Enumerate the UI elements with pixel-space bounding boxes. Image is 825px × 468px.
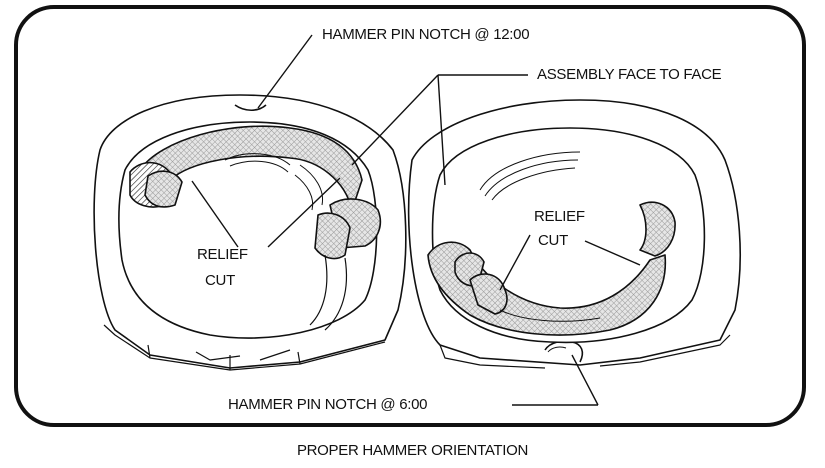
label-relief-right-line2: CUT bbox=[538, 232, 568, 249]
diagram-caption: PROPER HAMMER ORIENTATION bbox=[296, 442, 529, 459]
leader-lines bbox=[191, 34, 641, 406]
leader-relief-right-1 bbox=[499, 234, 531, 291]
diagram-frame bbox=[14, 5, 806, 427]
leader-assembly-left bbox=[351, 74, 439, 166]
label-hammer-pin-notch-6: HAMMER PIN NOTCH @ 6:00 bbox=[228, 396, 428, 413]
leader-relief-right-2 bbox=[584, 240, 641, 266]
leader-assembly-right bbox=[437, 74, 446, 186]
label-relief-left-line1: RELIEF bbox=[197, 246, 248, 263]
leader-notch-top bbox=[257, 34, 313, 109]
label-assembly-face-to-face: ASSEMBLY FACE TO FACE bbox=[537, 66, 722, 83]
right-hammer bbox=[407, 99, 741, 369]
leader-relief-left-2 bbox=[267, 177, 341, 248]
label-hammer-pin-notch-12: HAMMER PIN NOTCH @ 12:00 bbox=[322, 26, 530, 43]
left-hammer bbox=[93, 94, 407, 371]
leader-relief-left-1 bbox=[191, 180, 239, 248]
label-relief-left-line2: CUT bbox=[205, 272, 235, 289]
label-relief-right-line1: RELIEF bbox=[534, 208, 585, 225]
